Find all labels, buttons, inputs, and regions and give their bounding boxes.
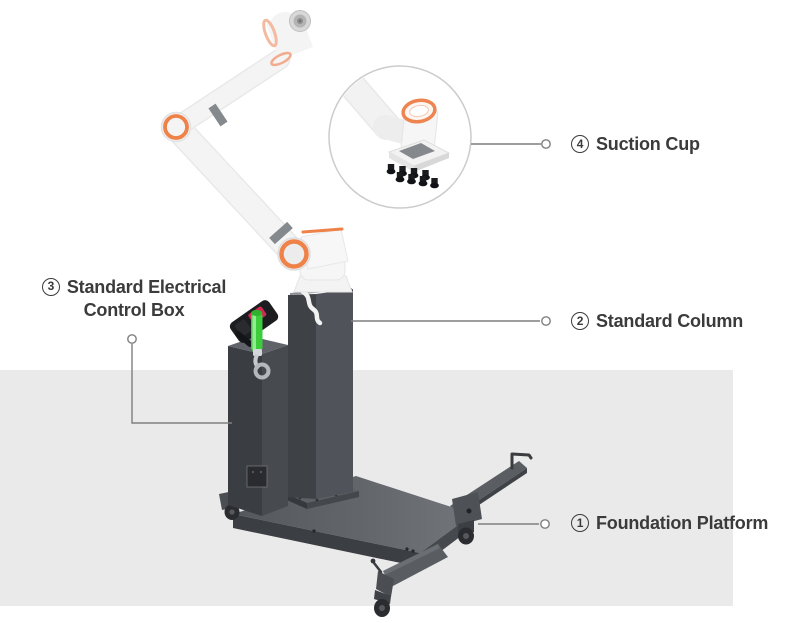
callout-label: Suction Cup [596,134,700,154]
callout-label-line2: Control Box [83,300,185,320]
callout-foundation-platform: 1 Foundation Platform [571,513,768,534]
leader-lines [127,139,551,529]
outrigger-front [370,544,448,617]
foundation-platform [219,452,533,617]
standard-column [288,288,353,499]
caster-right [452,492,482,545]
crank-handle-right [510,452,533,470]
number-badge: 2 [571,311,589,330]
callout-label: Standard Column [596,311,744,331]
number-badge: 1 [571,513,589,532]
control-box [228,300,288,516]
callout-suction-cup: 4 Suction Cup [571,134,700,155]
callout-control-box: 3 Standard Electrical Control Box [26,276,242,322]
callout-standard-column: 2 Standard Column [571,311,743,332]
suction-cup-inset [328,65,472,209]
suction-cups [386,164,439,189]
callout-label-line1: Standard Electrical [66,277,227,297]
tool-joint [262,10,313,67]
callout-label: Foundation Platform [596,513,769,533]
number-badge: 3 [41,277,60,296]
hook [253,349,271,380]
green-handle [251,310,263,352]
number-badge: 4 [571,134,589,153]
robot-arm [160,10,353,326]
